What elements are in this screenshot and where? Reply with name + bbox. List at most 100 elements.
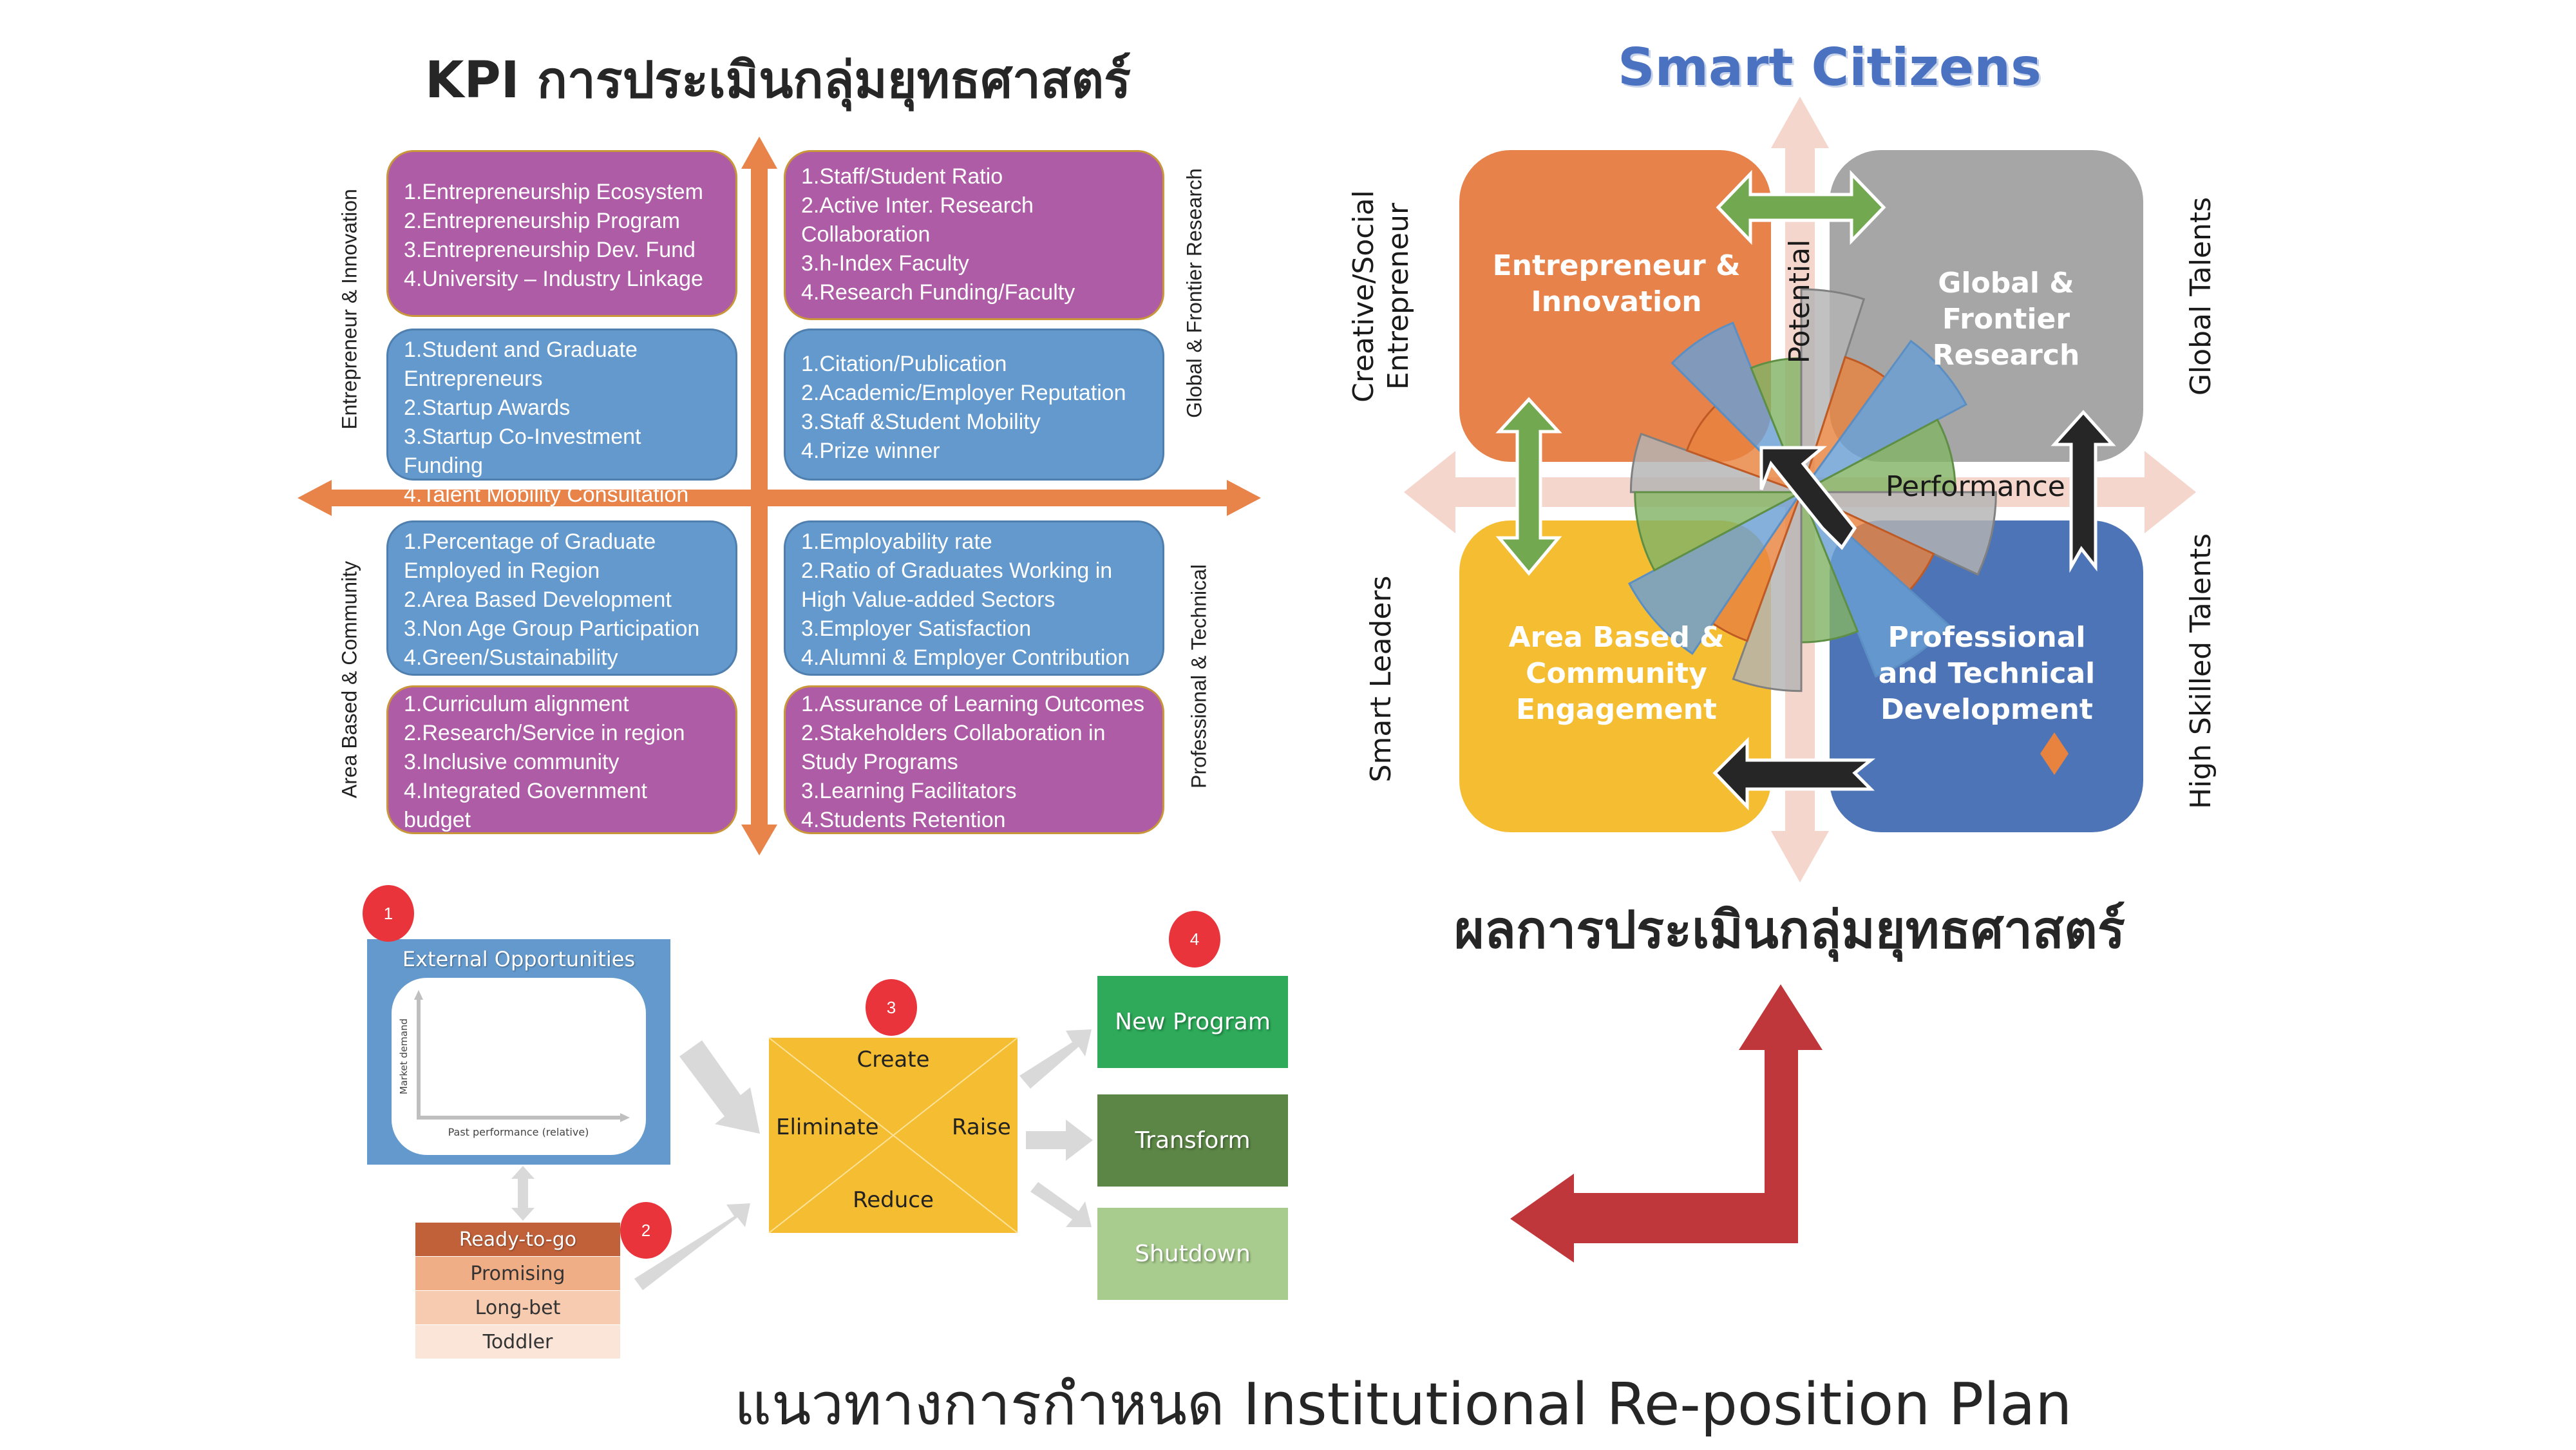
diamond-marker <box>2040 732 2069 775</box>
quadrant-label-global-frontier: Global & Frontier Research <box>1932 267 2080 372</box>
side-label-global-talents: Global Talents <box>2184 196 2217 396</box>
kpi-box-entrepreneur-innovation-blue: 1.Student and Graduate Entrepreneurs 2.S… <box>386 329 737 507</box>
potential-up-arrowhead <box>1771 97 1829 148</box>
kpi-item: 2.Area Based Development <box>404 587 672 612</box>
errc-reduce: Reduce <box>853 1187 934 1213</box>
stack-promising: Promising <box>415 1257 620 1290</box>
kpi-item: 4.Alumni & Employer Contribution <box>801 645 1130 670</box>
past-performance-arrowhead <box>620 1113 630 1122</box>
axis-label-professional-technical: Professional & Technical <box>1187 564 1211 789</box>
kpi-item: 4.University – Industry Linkage <box>404 267 703 291</box>
performance-axis-label: Performance <box>1886 470 2065 503</box>
rose-wedge-bottom_left-green <box>1634 491 1802 572</box>
errc-raise: Raise <box>952 1114 1011 1140</box>
axis-label-global-frontier: Global & Frontier Research <box>1182 168 1206 418</box>
rose-wedge-bottom_left-blue <box>1627 491 1803 655</box>
kpi-item: 1.Curriculum alignment <box>404 692 629 716</box>
vertical-double-arrow <box>1495 397 1562 576</box>
kpi-item: 2.Academic/Employer Reputation <box>801 381 1126 405</box>
kpi-item: 1.Citation/Publication <box>801 352 1007 376</box>
kpi-axes <box>298 137 1261 855</box>
kpi-item: 3.Non Age Group Participation <box>404 616 700 641</box>
stack-toddler: Toddler <box>415 1325 620 1359</box>
footer-title: แนวทางการกำหนด Institutional Re-position… <box>734 1371 2072 1438</box>
kpi-item: 1.Percentage of Graduate Employed in Reg… <box>404 529 656 583</box>
step-badge-2: 2 <box>620 1202 672 1259</box>
kpi-box-area-based-blue: 1.Percentage of Graduate Employed in Reg… <box>386 520 737 676</box>
arrow-stack-to-errc <box>634 1203 750 1290</box>
kpi-item: 3.Startup Co-Investment Funding <box>404 425 641 478</box>
outcome-new-program: New Program <box>1097 976 1288 1068</box>
kpi-box-entrepreneur-innovation-purple: 1.Entrepreneurship Ecosystem 2.Entrepren… <box>386 150 737 317</box>
rose-wedge-bottom_left-gray <box>1732 491 1803 692</box>
kpi-item: 3.Inclusive community <box>404 750 620 774</box>
kpi-item: 2.Stakeholders Collaboration in Study Pr… <box>801 721 1106 774</box>
kpi-item: 4.Students Retention <box>801 808 1006 832</box>
quadrant-label-area-based: Area Based & Community Engagement <box>1508 621 1725 726</box>
rose-wedge-top_right-blue <box>1800 339 1967 493</box>
kpi-item: 3.Staff &Student Mobility <box>801 410 1041 434</box>
kpi-left-arrowhead <box>298 480 332 516</box>
kpi-item: 4.Green/Sustainability <box>404 645 618 670</box>
external-opportunities-title: External Opportunities <box>402 947 636 971</box>
outcome-shutdown: Shutdown <box>1097 1208 1288 1300</box>
smart-citizens-title: Smart Citizens <box>1618 37 2041 97</box>
kpi-horizontal-axis <box>322 490 1230 506</box>
kpi-item: 3.Entrepreneurship Dev. Fund <box>404 238 696 262</box>
kpi-item: 2.Entrepreneurship Program <box>404 209 681 233</box>
up-black-arrow <box>2050 410 2116 573</box>
green-arrows <box>1495 169 1886 576</box>
performance-left-arrowhead <box>1404 451 1455 533</box>
arrow-external-to-errc <box>679 1040 760 1134</box>
kpi-vertical-axis <box>751 161 768 831</box>
kpi-right-arrowhead <box>1227 480 1261 516</box>
kpi-item: 2.Ratio of Graduates Working in High Val… <box>801 558 1113 612</box>
red-l-arrow <box>1510 984 1823 1263</box>
side-label-smart-leaders: Smart Leaders <box>1365 575 1397 783</box>
kpi-box-area-based-purple: 1.Curriculum alignment 2.Research/Servic… <box>386 685 737 834</box>
axis-label-area-based-community: Area Based & Community <box>337 560 361 799</box>
side-label-creative-social-entrepreneur: Creative/Social Entrepreneur <box>1347 190 1415 403</box>
kpi-item: 4.Prize winner <box>801 439 940 463</box>
kpi-box-professional-purple: 1.Assurance of Learning Outcomes 2.Stake… <box>784 685 1164 834</box>
kpi-item: 2.Startup Awards <box>404 396 571 420</box>
kpi-item: 1.Assurance of Learning Outcomes <box>801 692 1144 716</box>
kpi-item: 1.Entrepreneurship Ecosystem <box>404 180 703 204</box>
arrow-to-new-program <box>1019 1029 1092 1089</box>
market-demand-arrowhead <box>414 990 423 1000</box>
kpi-item: 4.Talent Mobility Consultation <box>404 482 689 507</box>
left-black-arrow <box>1712 736 1876 811</box>
step-badge-3: 3 <box>866 979 917 1036</box>
kpi-box-global-frontier-blue: 1.Citation/Publication 2.Academic/Employ… <box>784 329 1164 481</box>
quadrant-label-professional: Professional and Technical Development <box>1878 621 2096 726</box>
flow-arrows <box>511 1029 1093 1290</box>
double-arrow-external-stack <box>511 1166 535 1221</box>
kpi-item: 3.Learning Facilitators <box>801 779 1017 803</box>
arrow-to-shutdown <box>1030 1182 1092 1227</box>
kpi-down-arrowhead <box>741 825 777 855</box>
step-badge-4: 4 <box>1169 911 1220 968</box>
errc-create: Create <box>857 1047 930 1073</box>
result-title: ผลการประเมินกลุ่มยุทธศาสตร์ <box>1454 900 2125 960</box>
market-demand-label: Market demand <box>398 1018 410 1094</box>
axis-label-entrepreneur-innovation: Entrepreneur & Innovation <box>337 189 361 430</box>
errc-diagonal-2 <box>768 1037 1018 1234</box>
kpi-box-global-frontier-purple: 1.Staff/Student Ratio 2.Active Inter. Re… <box>784 150 1164 320</box>
kpi-item: 3.h-Index Faculty <box>801 251 969 276</box>
kpi-item: 1.Employability rate <box>801 529 992 554</box>
stack-ready-to-go: Ready-to-go <box>415 1223 620 1256</box>
kpi-item: 3.Employer Satisfaction <box>801 616 1032 641</box>
arrow-to-transform <box>1026 1120 1093 1161</box>
outcome-transform: Transform <box>1097 1094 1288 1187</box>
kpi-item: 4.Research Funding/Faculty <box>801 280 1075 305</box>
side-label-high-skilled-talents: High Skilled Talents <box>2184 533 2217 810</box>
past-performance-label: Past performance (relative) <box>448 1126 589 1138</box>
rose-wedge-top_right-green <box>1801 418 1956 493</box>
potential-down-arrowhead <box>1771 831 1829 882</box>
kpi-box-professional-blue: 1.Employability rate 2.Ratio of Graduate… <box>784 520 1164 676</box>
kpi-item: 1.Staff/Student Ratio <box>801 164 1003 189</box>
errc-eliminate: Eliminate <box>776 1114 879 1140</box>
kpi-item: 2.Research/Service in region <box>404 721 685 745</box>
diagonal-black-arrow <box>1759 446 1857 550</box>
